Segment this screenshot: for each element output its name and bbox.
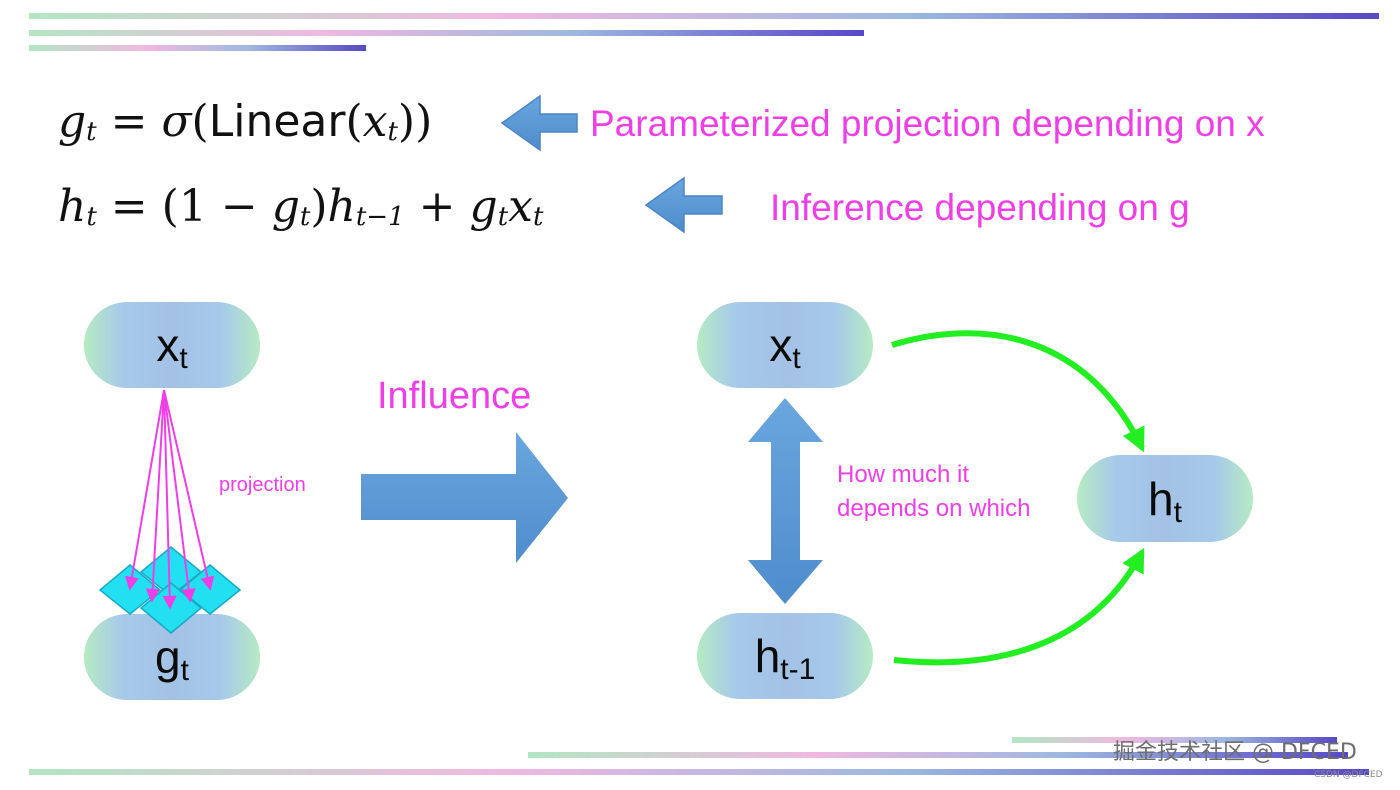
left-g-node-subscript: t	[180, 654, 189, 687]
right-arrow-icon	[361, 432, 568, 563]
left-arrow-icon	[500, 94, 578, 152]
hidden-open: (1	[161, 181, 207, 232]
hidden-x: x	[508, 181, 533, 232]
projection-arrows	[124, 389, 215, 610]
top-bar-2	[29, 30, 864, 36]
bottom-bar-3	[29, 769, 1369, 775]
hidden-annotation: Inference depending on g	[770, 187, 1190, 228]
dependency-label-line1: How much it	[837, 461, 970, 488]
gate-equals: =	[110, 96, 148, 147]
hidden-equation: ht = (1 − gt)ht−1 + gtxt	[58, 181, 544, 232]
right-h-prev-label: h	[754, 630, 781, 682]
left-x-node-subscript: t	[179, 342, 188, 375]
curved-arrow-icon	[893, 547, 1145, 666]
watermark: 掘金技术社区 @ DFCED	[1113, 740, 1357, 765]
left-arrow-icon	[644, 176, 723, 234]
curved-arrow-icon	[891, 330, 1145, 453]
right-x-node-subscript: t	[792, 342, 801, 375]
gate-arg-subscript: t	[387, 117, 398, 147]
double-arrow-icon	[748, 398, 823, 604]
gate-linear: Linear	[208, 96, 346, 147]
left-g-node-label: g	[155, 631, 181, 683]
hidden-minus: −	[220, 181, 258, 232]
hidden-g2-subscript: t	[497, 202, 509, 232]
right-h-node-subscript: t	[1173, 495, 1182, 529]
watermark-small: CSDN @DFCED	[1314, 770, 1383, 780]
right-h-node-label: h	[1148, 472, 1174, 525]
hidden-g2: g	[469, 181, 498, 232]
gate-arg: x	[362, 96, 388, 147]
influence-label: Influence	[377, 375, 532, 417]
hidden-hprev: h	[327, 181, 356, 232]
hidden-plus: +	[418, 181, 456, 232]
hidden-x-subscript: t	[532, 202, 544, 232]
gate-lhs-subscript: t	[86, 117, 97, 147]
projection-label: projection	[219, 474, 306, 496]
dependency-label-line2: depends on which	[837, 495, 1031, 522]
bottom-bar-2	[528, 752, 1348, 758]
top-bar-1	[29, 13, 1379, 19]
hidden-hprev-subscript: t−1	[355, 202, 405, 232]
gate-sigma: σ	[161, 96, 192, 147]
right-x-node-label: x	[769, 319, 793, 371]
hidden-equals: =	[110, 181, 148, 232]
left-x-node-label: x	[156, 319, 180, 371]
gate-equation: gt = σ(Linear(xt))	[58, 96, 433, 147]
right-h-prev-subscript: t-1	[780, 653, 816, 686]
hidden-g: g	[271, 181, 300, 232]
hidden-lhs-subscript: t	[86, 202, 97, 232]
gate-annotation: Parameterized projection depending on x	[590, 103, 1265, 144]
bottom-bar-1	[1012, 737, 1337, 743]
gate-lhs: g	[58, 96, 87, 147]
hidden-lhs: h	[58, 181, 87, 232]
top-bar-3	[29, 45, 366, 51]
hidden-g-subscript: t	[299, 202, 311, 232]
